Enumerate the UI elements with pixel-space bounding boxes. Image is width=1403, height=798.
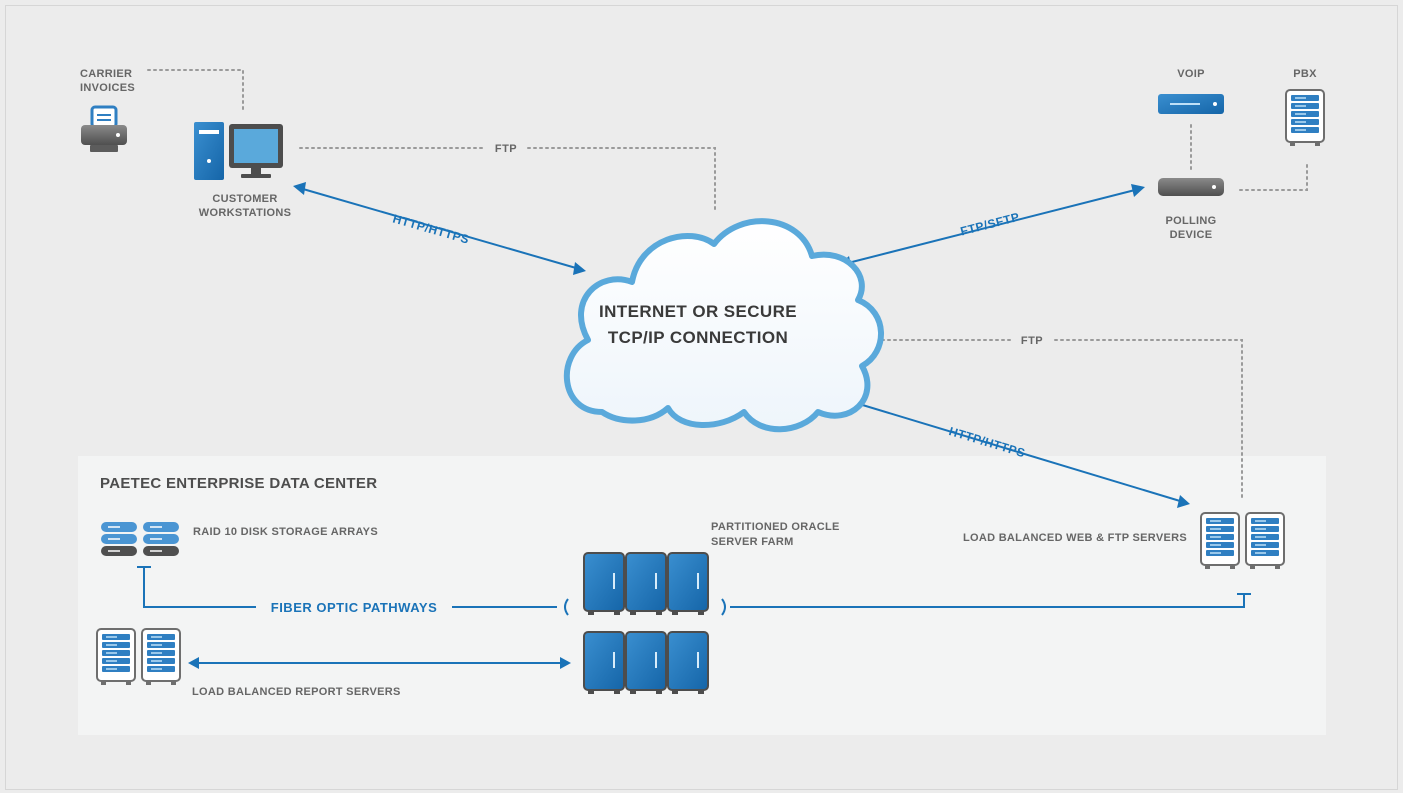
carrier-invoices-label-2: INVOICES [80,82,135,94]
data-center-title: PAETEC ENTERPRISE DATA CENTER [100,475,377,492]
raid-storage-icon [101,522,179,556]
carrier-dotted-line [147,69,244,113]
cloud-label-line1: INTERNET OR SECURE [599,302,797,321]
oracle-server-farm-bottom [583,631,709,695]
web-ftp-servers-label: LOAD BALANCED WEB & FTP SERVERS [963,532,1187,544]
pbx-server-icon [1285,89,1325,147]
ftp-label-top: FTP [495,143,517,155]
fiber-optic-label: FIBER OPTIC PATHWAYS [271,600,438,615]
fiber-optic-lines [137,566,1251,616]
oracle-server-farm-top [583,552,709,616]
polling-device-label-1: POLLING [1166,215,1217,227]
report-servers-label: LOAD BALANCED REPORT SERVERS [192,686,401,698]
voip-device-icon [1158,94,1224,114]
polling-device-label-2: DEVICE [1170,229,1213,241]
cloud-label-line2: TCP/IP CONNECTION [608,328,788,347]
ftp2-dotted-right [1054,339,1243,501]
voip-label: VOIP [1177,68,1205,80]
workstation-icon [194,122,283,180]
internet-cloud: INTERNET OR SECURE TCP/IP CONNECTION [563,218,884,433]
oracle-label-1: PARTITIONED ORACLE [711,521,840,533]
customer-workstations-label-2: WORKSTATIONS [199,207,291,219]
pbx-dotted-line [1239,164,1308,191]
printer-icon [81,105,127,152]
pbx-label: PBX [1293,68,1317,80]
oracle-label-2: SERVER FARM [711,536,794,548]
raid-label: RAID 10 DISK STORAGE ARRAYS [193,526,378,538]
customer-workstations-label-1: CUSTOMER [212,193,277,205]
arrow-http-left [293,182,586,275]
ftp-dotted-right [527,147,716,214]
carrier-invoices-label-1: CARRIER [80,68,132,80]
polling-device-icon [1158,178,1224,196]
arrow-report [188,657,571,669]
ftp-label-right: FTP [1021,335,1043,347]
frame-border [5,5,1398,790]
